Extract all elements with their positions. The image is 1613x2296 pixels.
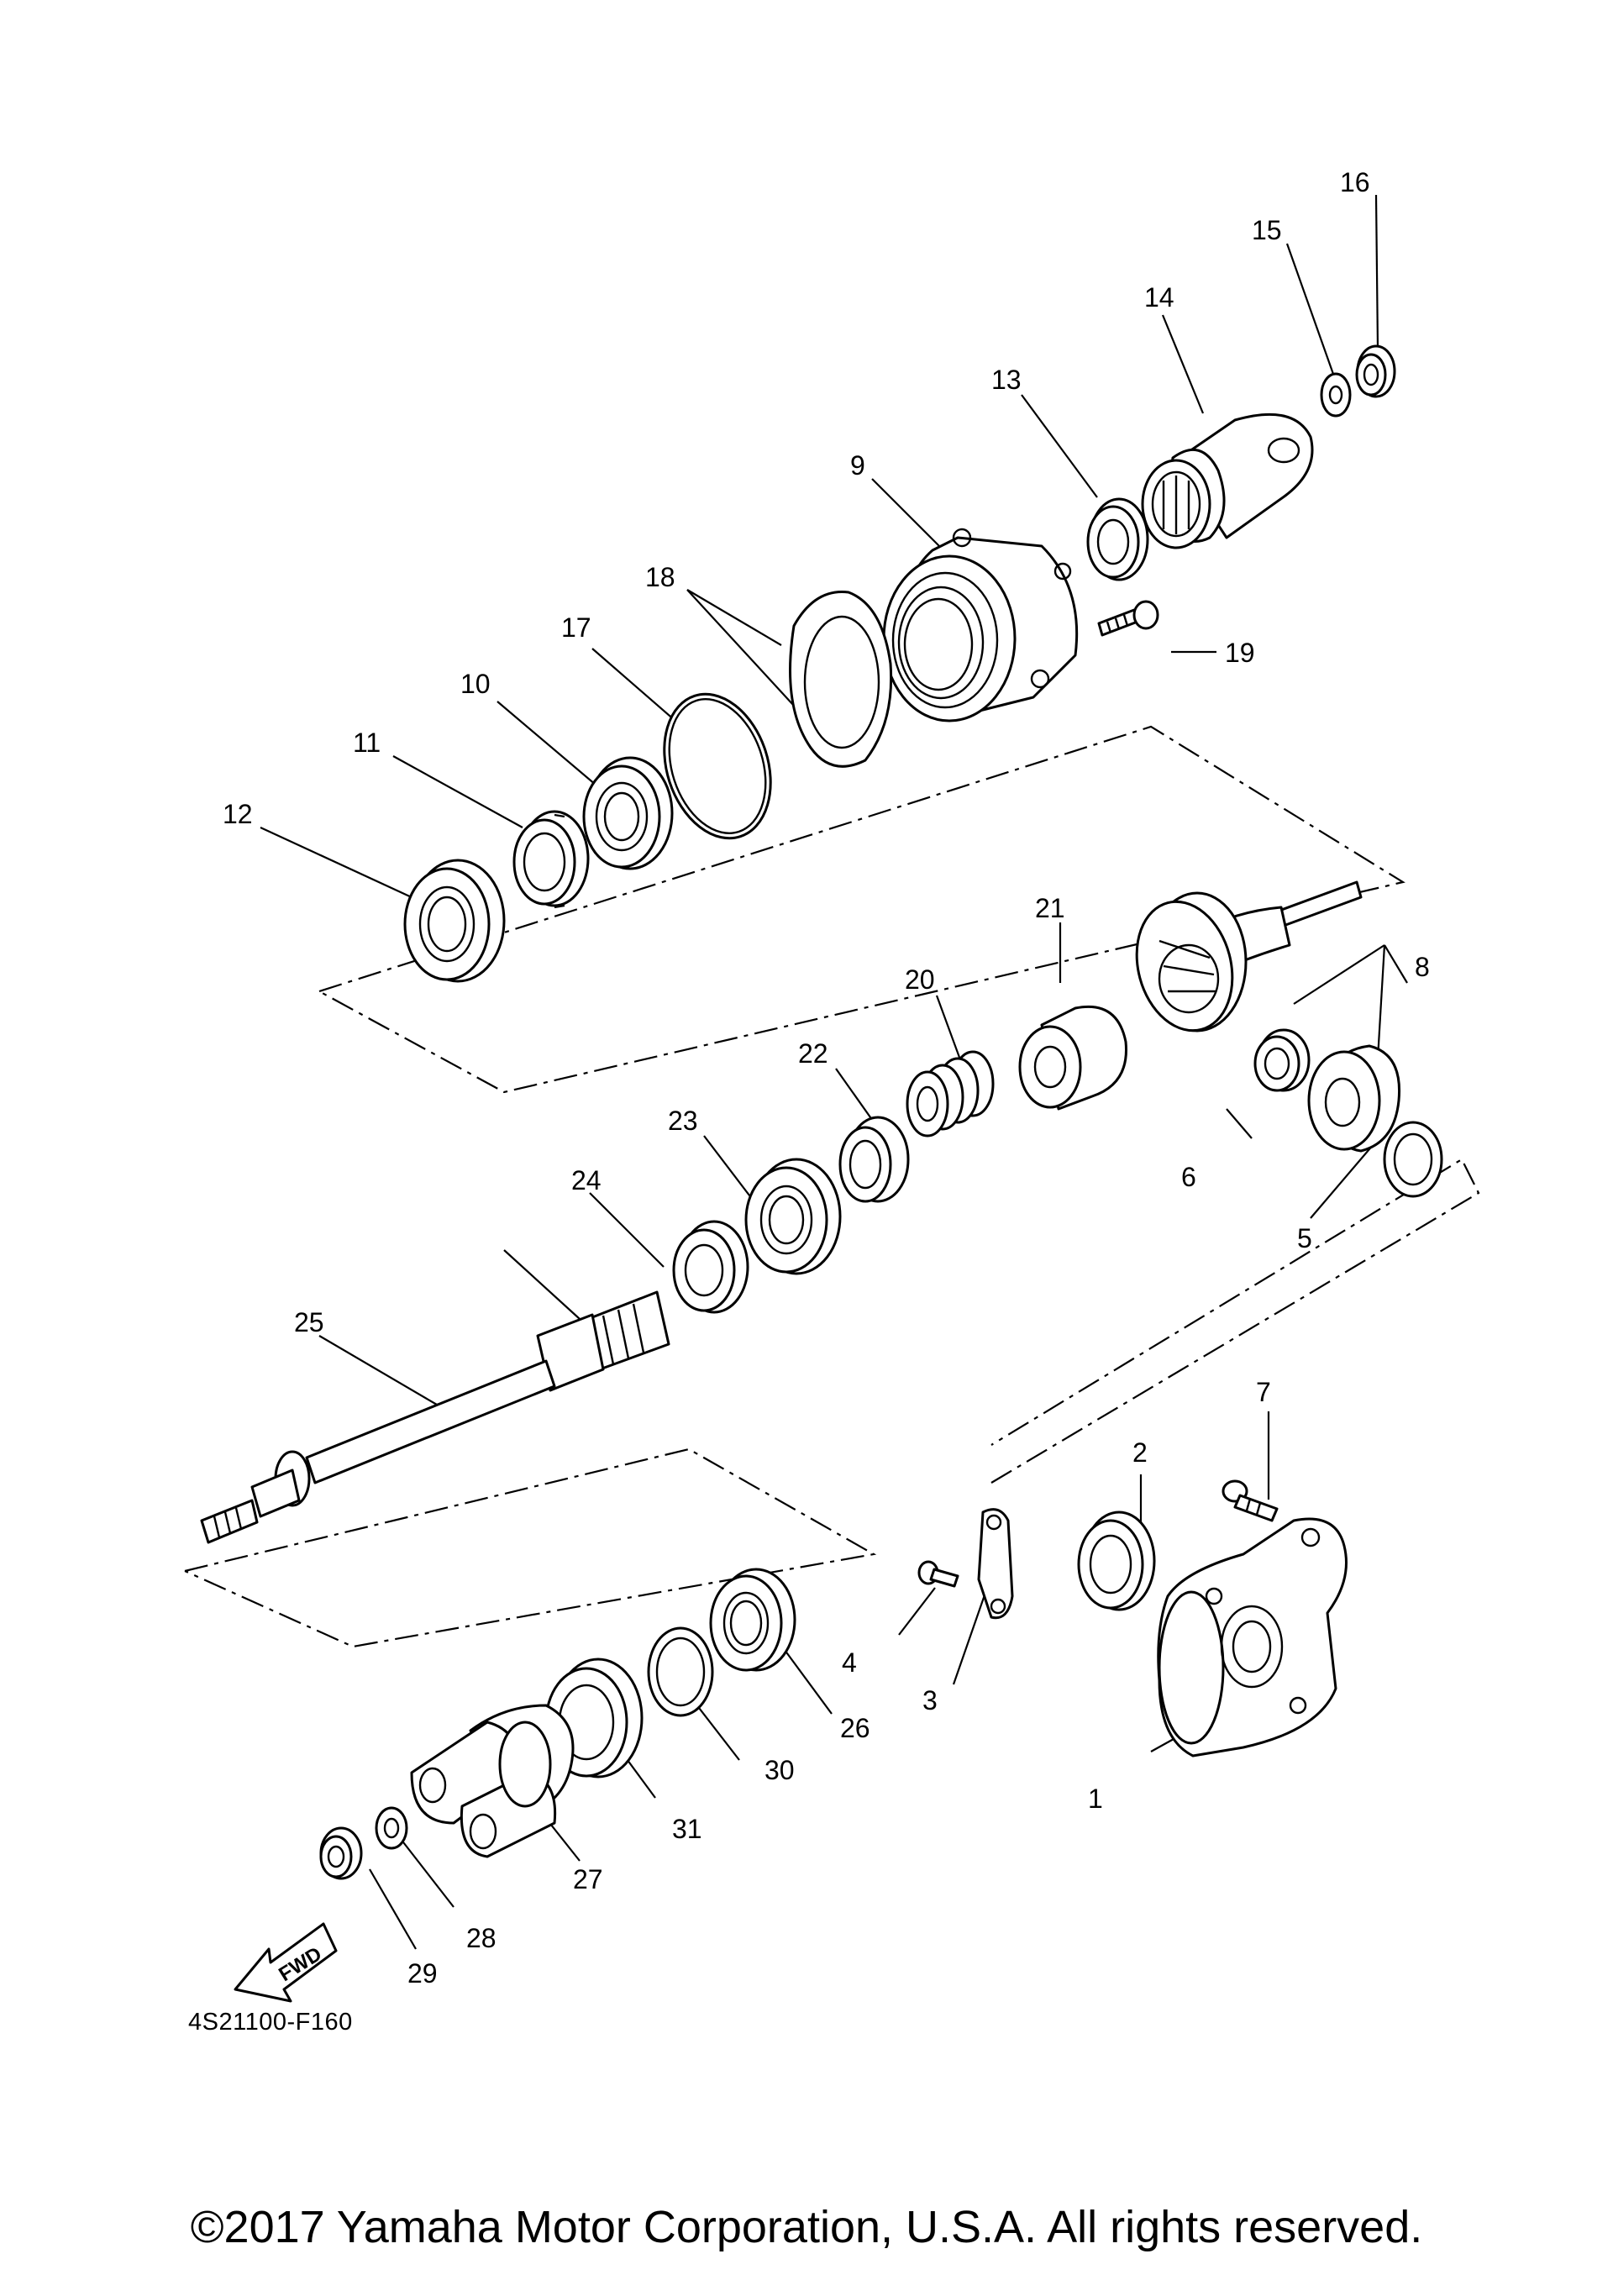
callout-26: 26 [840,1713,870,1743]
part-22-collar [838,1116,910,1203]
callout-9: 9 [850,450,865,481]
part-15-washer [1320,372,1352,418]
callout-25: 25 [294,1307,324,1337]
part-27-universal-joint-yoke [410,1704,575,1858]
part-2-bearing [1077,1511,1156,1611]
part-5-shim [1383,1121,1443,1198]
callout-20: 20 [905,964,935,995]
fwd-arrow-icon: FWD [234,1922,338,2003]
callout-23: 23 [668,1106,698,1136]
part-21-drive-coupling [1018,1005,1127,1111]
callout-6: 6 [1181,1162,1196,1192]
callout-27: 27 [573,1864,603,1894]
part-9-housing-cover [882,528,1079,722]
callout-28: 28 [466,1923,497,1953]
part-28-washer [375,1806,408,1850]
callout-19: 19 [1225,638,1255,668]
part-18-shims [789,591,893,768]
callout-3: 3 [922,1685,938,1715]
diagram-reference-code: 4S21100-F160 [188,2009,353,2036]
part-1-bearing-housing [1157,1517,1348,1757]
part-8-gear-set [1135,880,1401,1153]
callout-24: 24 [571,1165,602,1195]
callout-5: 5 [1297,1223,1312,1253]
part-16-flange-nut [1355,344,1396,398]
assembly-frames [184,725,1480,1648]
part-14-universal-joint-yoke [1141,412,1314,549]
part-24-oil-seal [672,1220,749,1314]
callout-4: 4 [842,1647,857,1678]
callout-21: 21 [1035,893,1065,923]
part-17-o-ring [663,692,772,840]
part-29-nut [319,1826,363,1880]
part-10-bearing [582,756,674,870]
part-12-bearing [403,859,506,983]
part-26-bearing [709,1568,796,1672]
callout-11: 11 [353,728,381,758]
part-4-screw [917,1560,959,1588]
callout-10: 10 [460,669,491,699]
callout-2: 2 [1132,1437,1148,1468]
part-7-bolt [1222,1479,1279,1522]
callout-1: 1 [1088,1784,1103,1814]
callout-17: 17 [561,612,591,643]
part-6-collar [1253,1028,1311,1092]
callout-12: 12 [223,799,253,829]
part-23-bearing [744,1158,842,1275]
part-13-oil-seal [1086,497,1149,581]
part-19-bolt [1097,600,1159,637]
callout-7: 7 [1256,1377,1271,1407]
part-25-drive-shaft [200,1290,670,1544]
callout-29: 29 [407,1958,438,1989]
part-3-bracket [977,1508,1014,1620]
part-30-circlip [647,1626,714,1717]
callout-31: 31 [672,1814,702,1844]
part-20-spring [906,1050,995,1137]
callout-numbers: 1 2 3 4 5 6 7 8 9 10 11 12 13 14 15 16 1… [223,167,1430,1989]
callout-8: 8 [1415,952,1430,982]
callout-16: 16 [1340,167,1370,197]
callout-22: 22 [798,1038,828,1069]
copyright-notice: ©2017 Yamaha Motor Corporation, U.S.A. A… [190,2202,1423,2252]
callout-18: 18 [645,562,675,592]
callout-30: 30 [764,1755,795,1785]
callout-13: 13 [991,365,1022,395]
part-11-ring-nut [512,810,590,909]
callout-15: 15 [1252,215,1282,245]
callout-14: 14 [1144,282,1174,313]
